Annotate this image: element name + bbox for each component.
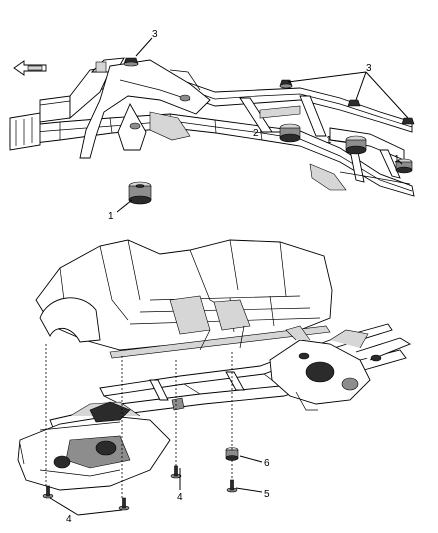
callout-1-rear: 1 [394,154,400,165]
callout-6: 6 [264,458,270,469]
upper-frame-view: 3 3 2 1 1 1 [9,29,415,222]
callout-4-center: 4 [177,492,183,503]
body-mount-far-rear [395,158,413,174]
chassis-mount-pad-center [171,397,185,411]
callout-1-front: 1 [108,211,114,222]
callout-5: 5 [264,489,270,500]
front-suspension-crossmember [79,59,211,159]
body-mount-mid [279,123,301,143]
callout-3-rear: 3 [366,63,372,74]
mount-bolt-mid [118,497,130,511]
lower-leader-lines [49,455,263,516]
callout-2: 2 [253,128,259,139]
mount-bolt-5 [226,479,238,493]
body-mount-rear [345,135,367,155]
alignment-lines [45,344,233,498]
callout-1-mid: 1 [326,135,332,146]
rear-axle-assembly [269,325,412,411]
upper-leader-lines [116,37,409,213]
callout-3-front: 3 [152,29,158,40]
mount-nut-front [123,57,139,67]
mount-bolt-left [42,485,54,499]
front-crossmember [9,57,125,151]
callout-4-left: 4 [66,514,72,525]
front-suspension-assembly [17,401,171,491]
lower-body-chassis-view: 4 4 4 5 6 [17,239,412,525]
front-direction-arrow-icon [13,60,47,76]
body-mount-front-left [128,181,152,205]
mount-nut-rear-a [347,99,361,107]
mount-nut-mid [279,79,293,89]
cab-body-shell [35,239,333,359]
mount-nut-rear-b [401,117,415,125]
